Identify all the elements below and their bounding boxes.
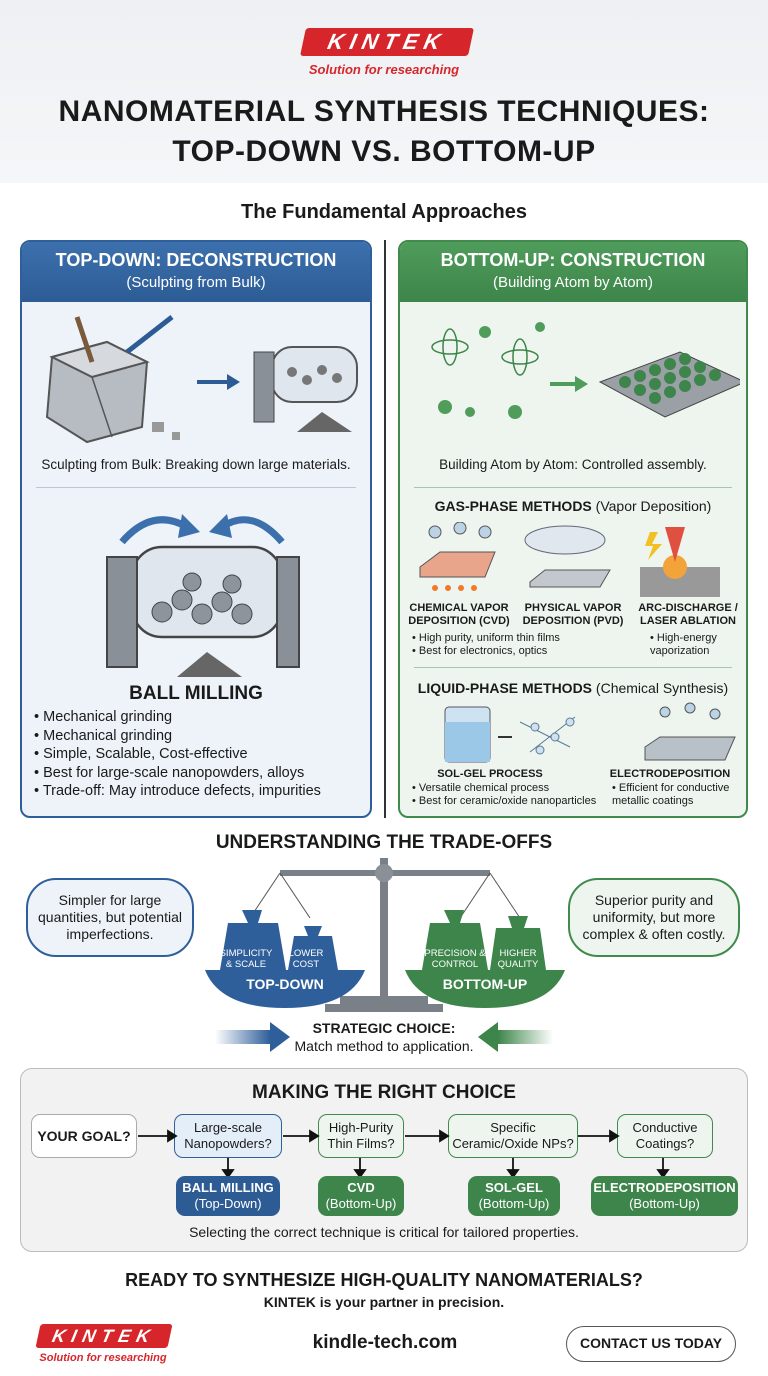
liquid-phase-paren: (Chemical Synthesis)	[595, 680, 729, 696]
bullet: Best for electronics, optics	[412, 645, 560, 658]
bulk-sculpting-illustration	[45, 315, 358, 444]
question-box: Specific Ceramic/Oxide NPs?	[448, 1114, 578, 1158]
website-link[interactable]: kindle-tech.com	[312, 1332, 458, 1353]
vapor-deposition-illustration	[419, 522, 720, 597]
strategic-choice: STRATEGIC CHOICE:	[312, 1020, 456, 1036]
bullet: Simple, Scalable, Cost-effective	[34, 745, 321, 764]
top-down-title: TOP-DOWN: DECONSTRUCTION	[55, 250, 337, 270]
gas-phase-paren: (Vapor Deposition)	[595, 498, 712, 514]
result-type: (Bottom-Up)	[325, 1196, 397, 1211]
result-type: (Bottom-Up)	[478, 1196, 550, 1211]
bullet: Trade-off: May introduce defects, impuri…	[34, 782, 321, 801]
kintek-logo: KINTEK	[300, 28, 474, 56]
bullet: Mechanical grinding	[34, 727, 321, 746]
tradeoffs-heading: UNDERSTANDING THE TRADE-OFFS	[215, 832, 553, 853]
bullet: Versatile chemical process	[412, 782, 596, 795]
choice-heading: MAKING THE RIGHT CHOICE	[252, 1082, 516, 1103]
arrow-left-icon	[478, 1022, 553, 1052]
choice-footer: Selecting the correct technique is criti…	[189, 1224, 579, 1240]
cvd-bullets: High purity, uniform thin films Best for…	[412, 632, 560, 658]
bullet: High-energy vaporization	[650, 632, 740, 658]
pan-label-bottom-up: BOTTOM-UP	[442, 976, 528, 992]
bullet: Mechanical grinding	[34, 708, 321, 727]
gas-phase-title: GAS-PHASE METHODS	[434, 498, 592, 514]
pvd-label: PHYSICAL VAPOR DEPOSITION (PVD)	[522, 602, 624, 627]
weight-lower-cost: LOWER COST	[288, 948, 324, 970]
bottom-up-panel: BOTTOM-UP: CONSTRUCTION (Building Atom b…	[398, 240, 748, 818]
electrodeposition-bullets: Efficient for conductive metallic coatin…	[612, 782, 744, 808]
liquid-phase-title: LIQUID-PHASE METHODS	[417, 680, 593, 696]
atom-assembly-illustration	[431, 322, 740, 419]
strategic-choice-sub: Match method to application.	[294, 1038, 474, 1054]
bottom-up-subtitle: (Building Atom by Atom)	[492, 274, 654, 291]
result-name: BALL MILLING	[182, 1180, 274, 1195]
ball-milling-title: BALL MILLING	[129, 683, 263, 704]
weight-simplicity: SIMPLICITY & SCALE	[219, 948, 273, 970]
separator	[36, 487, 356, 488]
liquid-synthesis-illustration	[444, 702, 736, 763]
result-electrodeposition: ELECTRODEPOSITION(Bottom-Up)	[591, 1176, 738, 1216]
footer-kintek-logo: KINTEK	[35, 1324, 173, 1348]
question-box: High-Purity Thin Films?	[318, 1114, 404, 1158]
sol-gel-label: SOL-GEL PROCESS	[437, 768, 543, 780]
page-title-line2: TOP-DOWN VS. BOTTOM-UP	[172, 135, 596, 168]
result-name: CVD	[347, 1180, 375, 1195]
choice-panel	[20, 1068, 748, 1252]
top-down-caption: Sculpting from Bulk: Breaking down large…	[41, 457, 351, 472]
result-sol-gel: SOL-GEL(Bottom-Up)	[468, 1176, 560, 1216]
result-type: (Bottom-Up)	[629, 1196, 700, 1211]
separator	[414, 487, 732, 488]
result-ball-milling: BALL MILLING(Top-Down)	[176, 1176, 280, 1216]
arrow-right-icon	[215, 1022, 290, 1052]
bottom-up-header: BOTTOM-UP: CONSTRUCTION (Building Atom b…	[400, 242, 746, 302]
sol-gel-bullets: Versatile chemical process Best for cera…	[412, 782, 596, 808]
top-down-panel: TOP-DOWN: DECONSTRUCTION (Sculpting from…	[20, 240, 372, 818]
question-box: Conductive Coatings?	[617, 1114, 713, 1158]
section-heading-approaches: The Fundamental Approaches	[241, 201, 527, 223]
cvd-label: CHEMICAL VAPOR DEPOSITION (CVD)	[408, 602, 510, 627]
balance-scale-illustration	[205, 858, 565, 1012]
flow-arrows	[138, 1129, 670, 1179]
bullet: High purity, uniform thin films	[412, 632, 560, 645]
contact-us-button[interactable]: CONTACT US TODAY	[566, 1326, 736, 1362]
weight-higher-quality: HIGHER QUALITY	[497, 948, 539, 970]
ball-milling-bullets: Mechanical grinding Mechanical grinding …	[34, 708, 321, 801]
separator	[414, 667, 732, 668]
bullet: Best for ceramic/oxide nanoparticles	[412, 795, 596, 808]
bottom-up-caption: Building Atom by Atom: Controlled assemb…	[439, 457, 707, 472]
electrodeposition-label: ELECTRODEPOSITION	[609, 768, 731, 780]
logo-tagline: Solution for researching	[308, 62, 460, 77]
result-name: SOL-GEL	[485, 1180, 543, 1195]
footer-logo-tagline: Solution for researching	[39, 1352, 167, 1364]
cta-heading: READY TO SYNTHESIZE HIGH-QUALITY NANOMAT…	[125, 1270, 643, 1290]
page-title-line1: NANOMATERIAL SYNTHESIS TECHNIQUES:	[58, 95, 710, 128]
arc-bullets: High-energy vaporization	[650, 632, 740, 658]
gas-phase-heading: GAS-PHASE METHODS (Vapor Deposition)	[400, 498, 746, 514]
result-cvd: CVD(Bottom-Up)	[318, 1176, 404, 1216]
top-down-header: TOP-DOWN: DECONSTRUCTION (Sculpting from…	[22, 242, 370, 302]
ball-mill-illustration	[106, 514, 300, 677]
weight-precision: PRECISION & CONTROL	[424, 948, 486, 970]
question-box: Large-scale Nanopowders?	[174, 1114, 282, 1158]
your-goal-box: YOUR GOAL?	[31, 1114, 137, 1158]
result-name: ELECTRODEPOSITION	[593, 1180, 736, 1195]
bullet: Best for large-scale nanopowders, alloys	[34, 764, 321, 783]
top-down-speech-bubble: Simpler for large quantities, but potent…	[26, 878, 194, 957]
divider	[384, 240, 386, 818]
top-down-subtitle: (Sculpting from Bulk)	[126, 274, 266, 291]
bottom-up-title: BOTTOM-UP: CONSTRUCTION	[440, 250, 706, 270]
bullet: Efficient for conductive metallic coatin…	[612, 782, 744, 808]
bottom-up-speech-bubble: Superior purity and uniformity, but more…	[568, 878, 740, 957]
pan-label-top-down: TOP-DOWN	[246, 976, 324, 992]
arc-label: ARC-DISCHARGE / LASER ABLATION	[638, 602, 738, 627]
cta-sub: KINTEK is your partner in precision.	[263, 1294, 505, 1310]
result-type: (Top-Down)	[194, 1196, 262, 1211]
liquid-phase-heading: LIQUID-PHASE METHODS (Chemical Synthesis…	[400, 680, 746, 696]
